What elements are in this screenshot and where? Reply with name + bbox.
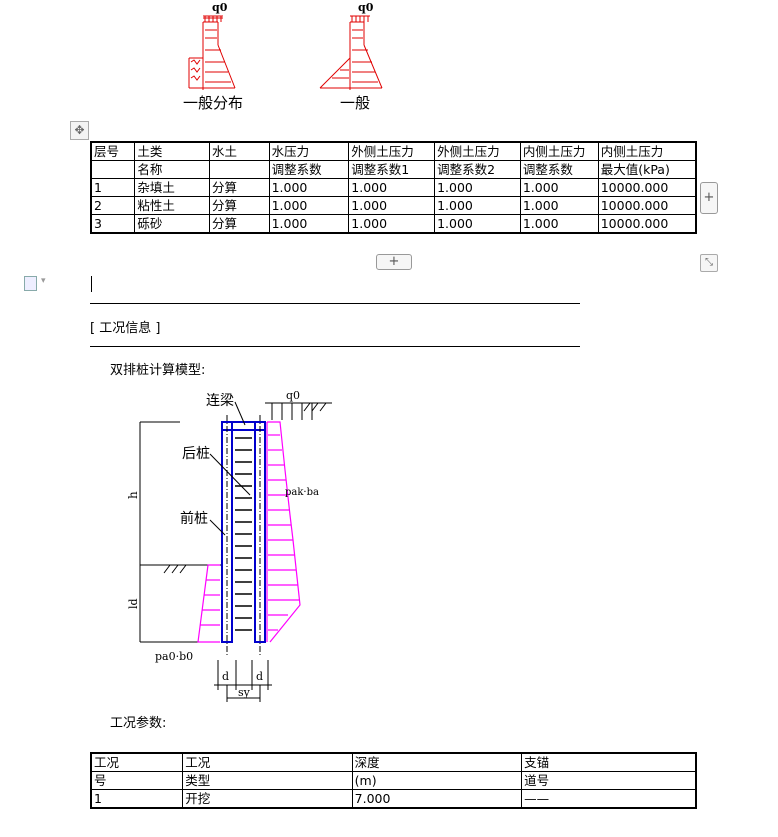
d-label-1: d — [222, 670, 229, 683]
table-cell: 7.000 — [351, 789, 523, 809]
section-title: [ 工况信息 ] — [90, 321, 161, 336]
h-dimension-label: h — [126, 491, 140, 499]
table-cell: 1.000 — [348, 214, 436, 234]
d-label-2: d — [256, 670, 263, 683]
rear-pile-label: 后桩 — [182, 445, 210, 462]
table-cell: 3 — [90, 214, 136, 234]
table-row: 3 砾砂 分算 1.000 1.000 1.000 1.000 10000.00… — [90, 214, 697, 234]
header-cell: (m) — [351, 771, 523, 790]
pak-label: pak·ba — [285, 487, 319, 498]
q0-diagram-label: q0 — [286, 389, 300, 402]
header-cell: 支锚 — [521, 752, 697, 772]
ld-dimension-label: ld — [127, 598, 140, 609]
table-cell: 1 — [90, 178, 136, 197]
table-cell: 1.000 — [519, 178, 599, 197]
table-header-row: 层号 土类 水土 水压力 外侧土压力 外侧土压力 内侧土压力 内侧土压力 — [90, 141, 697, 161]
work-condition-table: 工况 工况 深度 支锚 号 类型 (m) 道号 1 开挖 7.000 —— — [90, 752, 697, 809]
table-cell: 1.000 — [268, 196, 350, 215]
params-caption: 工况参数: — [110, 716, 167, 731]
table-cell: 分算 — [208, 196, 270, 215]
table-cell: 1.000 — [434, 178, 521, 197]
table-header-row: 名称 调整系数 调整系数1 调整系数2 调整系数 最大值(kPa) — [90, 160, 697, 179]
q0-label: q0 — [212, 1, 228, 14]
divider — [90, 303, 580, 304]
header-cell: 水压力 — [268, 141, 350, 161]
right-load-figure: q0 — [319, 1, 383, 90]
divider — [90, 346, 580, 347]
left-figure-label: 一般分布 — [182, 94, 243, 112]
header-cell: 外侧土压力 — [348, 141, 436, 161]
header-cell: 水土 — [208, 141, 270, 161]
header-cell: 外侧土压力 — [434, 141, 521, 161]
header-cell: 层号 — [90, 141, 136, 161]
table-cell: 1.000 — [268, 214, 350, 234]
table-cell: 杂填土 — [134, 178, 210, 197]
table-cell: 1.000 — [434, 214, 521, 234]
sy-label: sy — [238, 686, 251, 699]
header-cell: 工况 — [182, 752, 353, 772]
pa0-label: pa0·b0 — [155, 650, 193, 663]
header-cell: 号 — [90, 771, 184, 790]
table-row: 1 杂填土 分算 1.000 1.000 1.000 1.000 10000.0… — [90, 178, 697, 197]
chevron-down-icon[interactable]: ▾ — [41, 276, 46, 286]
header-cell: 类型 — [182, 771, 353, 790]
q0-label-right: q0 — [358, 1, 374, 14]
table-cell: 1.000 — [519, 214, 599, 234]
table-cell: 1.000 — [519, 196, 599, 215]
table-cell: 1 — [90, 789, 184, 809]
header-cell: 工况 — [90, 752, 184, 772]
header-cell: 内侧土压力 — [519, 141, 599, 161]
table-row: 2 粘性土 分算 1.000 1.000 1.000 1.000 10000.0… — [90, 196, 697, 215]
table-header-row: 号 类型 (m) 道号 — [90, 771, 697, 790]
table-cell: 粘性土 — [134, 196, 210, 215]
text-cursor — [91, 276, 92, 292]
table-cell: 1.000 — [348, 196, 436, 215]
resize-icon[interactable]: ⤡ — [700, 254, 718, 272]
table-cell: 2 — [90, 196, 136, 215]
table-cell: 10000.000 — [597, 214, 697, 234]
move-handle-icon[interactable]: ✥ — [70, 121, 89, 140]
header-cell: 土类 — [134, 141, 210, 161]
header-cell: 最大值(kPa) — [597, 160, 697, 179]
header-cell: 调整系数 — [268, 160, 350, 179]
table-cell: 分算 — [208, 214, 270, 234]
table-cell: 1.000 — [434, 196, 521, 215]
right-figure-label: 一般 — [339, 94, 370, 112]
header-cell: 调整系数2 — [434, 160, 521, 179]
model-caption: 双排桩计算模型: — [110, 363, 206, 378]
add-column-button[interactable]: + — [700, 182, 718, 214]
header-cell — [208, 160, 270, 179]
header-cell: 道号 — [521, 771, 697, 790]
beam-label: 连梁 — [206, 393, 234, 409]
table-cell: 10000.000 — [597, 178, 697, 197]
table-cell: 1.000 — [268, 178, 350, 197]
table-header-row: 工况 工况 深度 支锚 — [90, 752, 697, 772]
header-cell: 深度 — [351, 752, 523, 772]
left-load-figure: q0 — [188, 1, 236, 90]
table-cell: 1.000 — [348, 178, 436, 197]
table-cell: 砾砂 — [134, 214, 210, 234]
table-cell: 开挖 — [182, 789, 353, 809]
header-cell — [90, 160, 136, 179]
soil-layer-table: 层号 土类 水土 水压力 外侧土压力 外侧土压力 内侧土压力 内侧土压力 名称 … — [90, 141, 697, 234]
table-cell: 10000.000 — [597, 196, 697, 215]
document-icon[interactable] — [24, 276, 37, 291]
header-cell: 内侧土压力 — [597, 141, 697, 161]
table-cell: —— — [521, 789, 697, 809]
table-row: 1 开挖 7.000 —— — [90, 789, 697, 809]
double-pile-diagram: h ld q0 — [126, 389, 332, 702]
front-pile-label: 前桩 — [180, 510, 208, 527]
header-cell: 调整系数1 — [348, 160, 436, 179]
header-cell: 调整系数 — [519, 160, 599, 179]
header-cell: 名称 — [134, 160, 210, 179]
table-cell: 分算 — [208, 178, 270, 197]
add-row-button[interactable]: + — [376, 254, 412, 270]
